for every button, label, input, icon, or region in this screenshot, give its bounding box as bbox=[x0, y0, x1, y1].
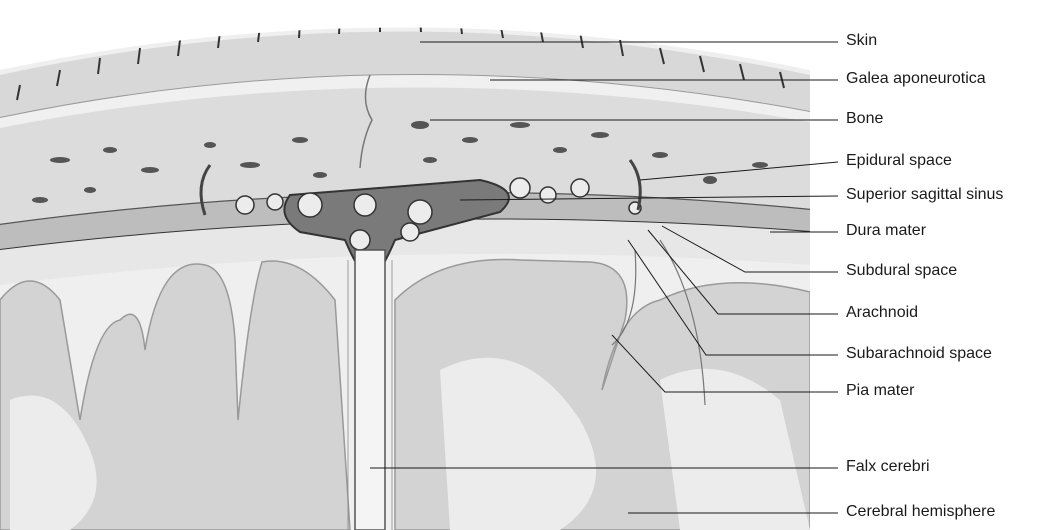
falx-cerebri bbox=[355, 250, 385, 530]
label-arachnoid: Arachnoid bbox=[846, 304, 918, 322]
label-dura-mater: Dura mater bbox=[846, 222, 926, 240]
label-cerebral-hemisphere: Cerebral hemisphere bbox=[846, 503, 995, 521]
label-superior-sagittal-sinus: Superior sagittal sinus bbox=[846, 186, 1003, 204]
label-subarachnoid-space: Subarachnoid space bbox=[846, 345, 992, 363]
label-pia-mater: Pia mater bbox=[846, 382, 914, 400]
label-epidural-space: Epidural space bbox=[846, 152, 952, 170]
label-galea-aponeurotica: Galea aponeurotica bbox=[846, 70, 986, 88]
label-falx-cerebri: Falx cerebri bbox=[846, 458, 930, 476]
label-bone: Bone bbox=[846, 110, 883, 128]
label-skin: Skin bbox=[846, 32, 877, 50]
label-subdural-space: Subdural space bbox=[846, 262, 957, 280]
